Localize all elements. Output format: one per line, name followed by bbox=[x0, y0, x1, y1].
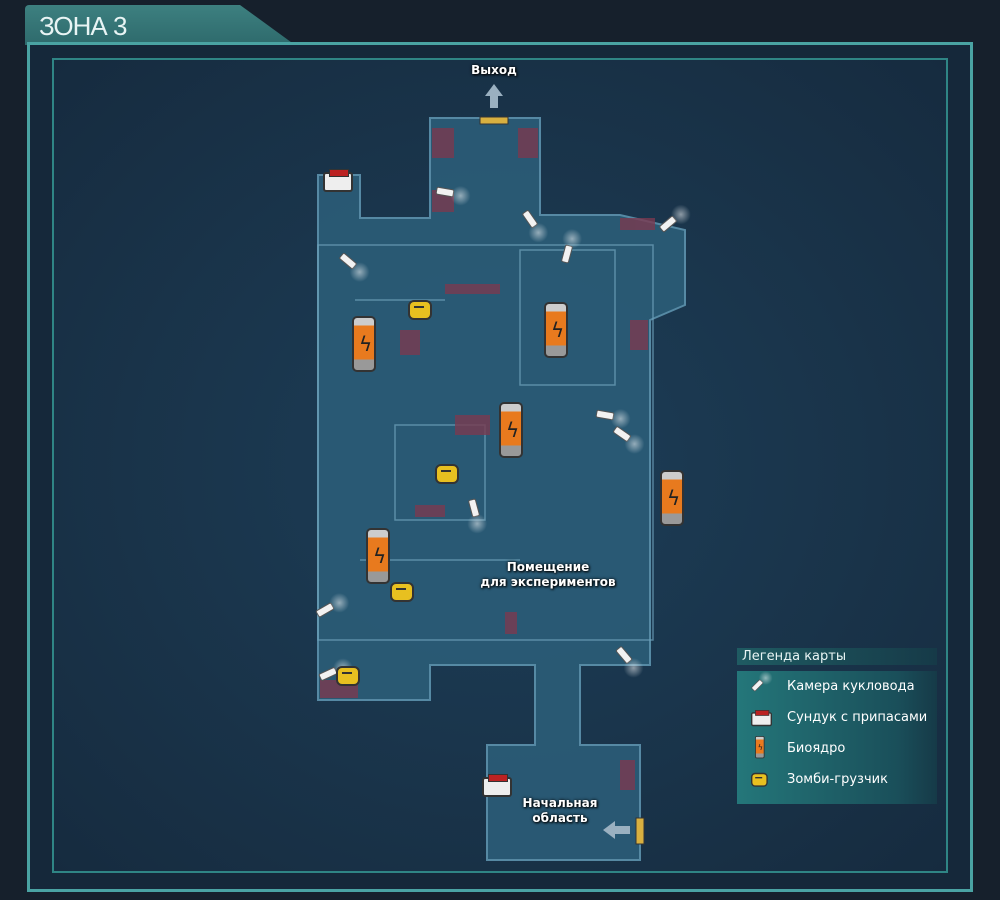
zombie-loader-icon bbox=[336, 666, 360, 686]
exit-door bbox=[479, 116, 509, 125]
biocore-icon bbox=[544, 302, 568, 358]
legend-label: Биоядро bbox=[787, 741, 846, 756]
biocore-icon bbox=[755, 736, 765, 759]
supply-chest-icon bbox=[482, 774, 512, 797]
legend-item-biocore: Биоядро bbox=[737, 733, 937, 764]
zone-title: ЗОНА 3 bbox=[39, 11, 127, 41]
camera-icon bbox=[750, 678, 764, 692]
legend-label: Сундук с припасами bbox=[787, 710, 928, 725]
start-area-label: Начальная область bbox=[522, 796, 598, 825]
legend-item-zombie: Зомби-грузчик bbox=[737, 764, 937, 795]
arrow-up-icon bbox=[485, 84, 503, 108]
supply-chest-icon bbox=[751, 710, 772, 727]
exit-label: Выход bbox=[471, 63, 517, 77]
zombie-loader-icon bbox=[751, 772, 768, 787]
zombie-loader-icon bbox=[408, 300, 432, 320]
biocore-icon bbox=[660, 470, 684, 526]
zombie-loader-icon bbox=[390, 582, 414, 602]
zombie-loader-icon bbox=[435, 464, 459, 484]
biocore-icon bbox=[352, 316, 376, 372]
hazard-zones bbox=[320, 128, 655, 790]
map-legend: Легенда карты Камера кукловода Сундук с … bbox=[737, 648, 937, 804]
biocore-icon bbox=[366, 528, 390, 584]
arrow-left-icon bbox=[603, 821, 630, 839]
start-door bbox=[635, 817, 645, 845]
biocore-icon bbox=[499, 402, 523, 458]
experiment-room-label: Помещение для экспериментов bbox=[480, 560, 616, 589]
legend-label: Камера кукловода bbox=[787, 679, 915, 694]
legend-label: Зомби-грузчик bbox=[787, 772, 888, 787]
legend-item-camera: Камера кукловода bbox=[737, 671, 937, 702]
supply-chest-icon bbox=[323, 169, 353, 192]
legend-title: Легенда карты bbox=[737, 648, 937, 665]
legend-item-chest: Сундук с припасами bbox=[737, 702, 937, 733]
